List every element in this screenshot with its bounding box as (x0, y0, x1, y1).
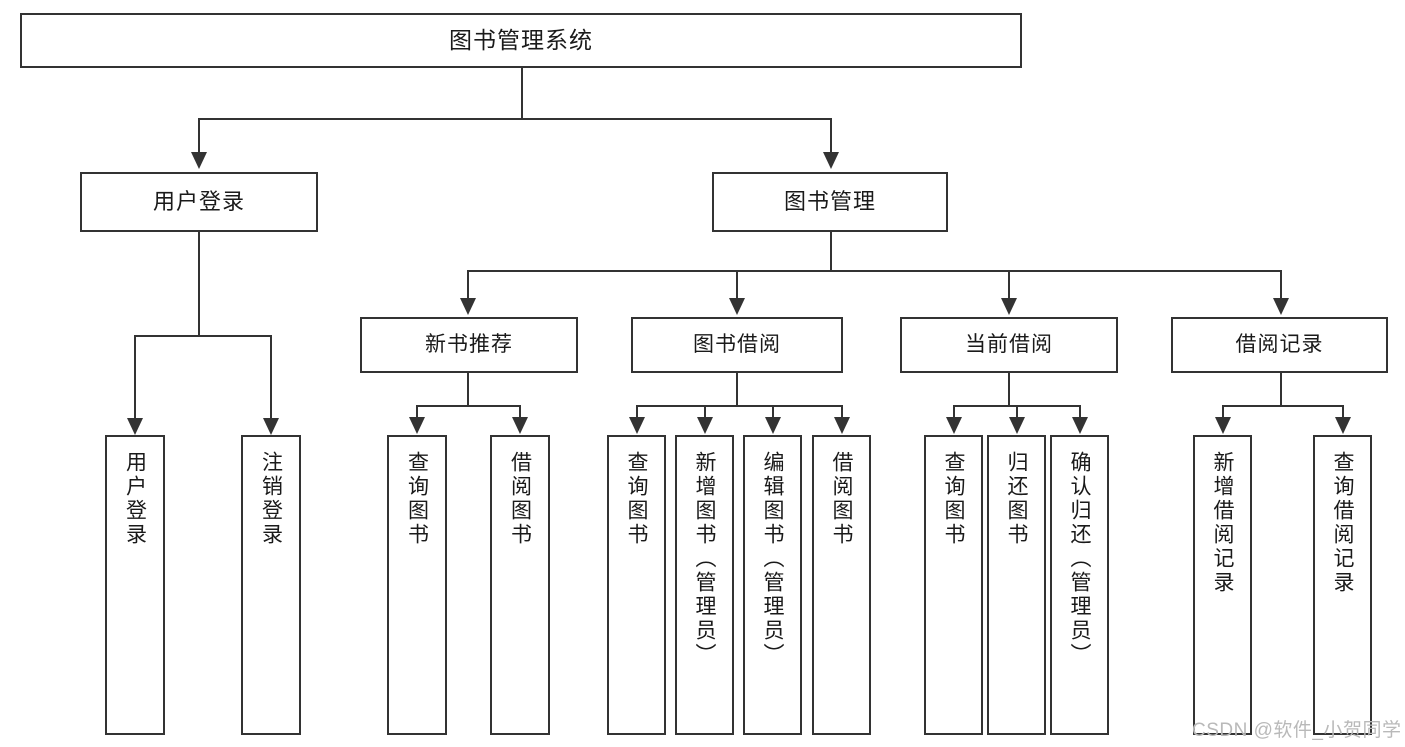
connector-current-stem (1008, 373, 1010, 405)
arrow-to-leaf-logout (263, 418, 279, 435)
node-label: 借阅图书 (830, 451, 853, 547)
arrow-to-leaf-add-book (697, 417, 713, 434)
connector-l3-drop-3 (1008, 270, 1010, 300)
node-label: 新书推荐 (425, 332, 513, 356)
leaf-borrow-book-2[interactable]: 借阅图书 (812, 435, 871, 735)
node-label: 注销登录 (259, 451, 283, 547)
connector-root-stem (521, 68, 523, 118)
node-label: 新增图书（管理员） (693, 451, 716, 667)
connector-borrow-bus (636, 405, 841, 407)
node-label: 查询图书 (942, 451, 965, 547)
connector-recommend-drop-1 (416, 405, 418, 419)
leaf-borrow-book-recommend[interactable]: 借阅图书 (490, 435, 550, 735)
node-current-borrow[interactable]: 当前借阅 (900, 317, 1118, 373)
arrow-to-leaf-borrow-book-2 (834, 417, 850, 434)
node-book-borrow[interactable]: 图书借阅 (631, 317, 843, 373)
connector-borrow-drop-3 (772, 405, 774, 419)
leaf-edit-book-admin[interactable]: 编辑图书（管理员） (743, 435, 802, 735)
node-label: 借阅图书 (508, 451, 532, 547)
arrow-to-book-borrow (729, 298, 745, 315)
connector-record-drop-2 (1342, 405, 1344, 419)
arrow-to-leaf-borrow-book-1 (512, 417, 528, 434)
connector-user-login-drop-2 (270, 335, 272, 420)
node-label: 查询借阅记录 (1331, 451, 1354, 595)
leaf-add-book-admin[interactable]: 新增图书（管理员） (675, 435, 734, 735)
node-label: 当前借阅 (965, 332, 1053, 356)
leaf-add-borrow-record[interactable]: 新增借阅记录 (1193, 435, 1252, 735)
connector-l3-drop-2 (736, 270, 738, 300)
arrow-to-borrow-record (1273, 298, 1289, 315)
arrow-to-leaf-edit-book (765, 417, 781, 434)
node-label: 确认归还（管理员） (1068, 451, 1091, 667)
arrow-to-leaf-query-book-1 (409, 417, 425, 434)
leaf-user-login[interactable]: 用户登录 (105, 435, 165, 735)
connector-borrow-drop-4 (841, 405, 843, 419)
arrow-to-leaf-confirm-return (1072, 417, 1088, 434)
connector-current-drop-2 (1016, 405, 1018, 419)
connector-recommend-bus (416, 405, 519, 407)
arrow-to-new-book-recommend (460, 298, 476, 315)
node-label: 图书管理 (783, 189, 876, 215)
connector-borrow-drop-2 (704, 405, 706, 419)
node-label: 查询图书 (625, 451, 648, 547)
node-label: 编辑图书（管理员） (761, 451, 784, 667)
node-label: 用户登录 (152, 189, 245, 215)
node-root-system[interactable]: 图书管理系统 (20, 13, 1022, 68)
leaf-confirm-return-admin[interactable]: 确认归还（管理员） (1050, 435, 1109, 735)
arrow-to-book-manage (823, 152, 839, 169)
node-borrow-record[interactable]: 借阅记录 (1171, 317, 1388, 373)
node-label: 借阅记录 (1235, 332, 1324, 356)
connector-record-drop-1 (1222, 405, 1224, 419)
leaf-query-borrow-record[interactable]: 查询借阅记录 (1313, 435, 1372, 735)
connector-current-drop-3 (1079, 405, 1081, 419)
arrow-to-current-borrow (1001, 298, 1017, 315)
node-user-login[interactable]: 用户登录 (80, 172, 318, 232)
node-new-book-recommend[interactable]: 新书推荐 (360, 317, 578, 373)
leaf-return-book[interactable]: 归还图书 (987, 435, 1046, 735)
connector-book-manage-bus (467, 270, 1280, 272)
connector-borrow-stem (736, 373, 738, 405)
connector-record-stem (1280, 373, 1282, 405)
connector-record-bus (1222, 405, 1342, 407)
arrow-to-leaf-user-login (127, 418, 143, 435)
leaf-query-book-current[interactable]: 查询图书 (924, 435, 983, 735)
connector-recommend-drop-2 (519, 405, 521, 419)
connector-borrow-drop-1 (636, 405, 638, 419)
arrow-to-leaf-return-book (1009, 417, 1025, 434)
connector-user-login-bus (134, 335, 270, 337)
arrow-to-leaf-query-record (1335, 417, 1351, 434)
arrow-to-leaf-query-book-3 (946, 417, 962, 434)
node-label: 归还图书 (1005, 451, 1028, 547)
connector-root-drop-right (830, 118, 832, 154)
connector-current-drop-1 (953, 405, 955, 419)
connector-user-login-stem (198, 232, 200, 335)
arrow-to-user-login (191, 152, 207, 169)
leaf-query-book-recommend[interactable]: 查询图书 (387, 435, 447, 735)
arrow-to-leaf-query-book-2 (629, 417, 645, 434)
connector-l3-drop-1 (467, 270, 469, 300)
node-label: 图书管理系统 (449, 27, 593, 54)
node-label: 图书借阅 (693, 332, 781, 356)
connector-l3-drop-4 (1280, 270, 1282, 300)
node-book-manage[interactable]: 图书管理 (712, 172, 948, 232)
connector-book-manage-stem (830, 232, 832, 270)
leaf-logout[interactable]: 注销登录 (241, 435, 301, 735)
leaf-query-book-borrow[interactable]: 查询图书 (607, 435, 666, 735)
node-label: 用户登录 (123, 451, 147, 547)
connector-user-login-drop-1 (134, 335, 136, 420)
connector-recommend-stem (467, 373, 469, 405)
node-label: 查询图书 (405, 451, 429, 547)
connector-root-drop-left (198, 118, 200, 154)
connector-root-bus (198, 118, 832, 120)
arrow-to-leaf-add-record (1215, 417, 1231, 434)
node-label: 新增借阅记录 (1211, 451, 1234, 595)
